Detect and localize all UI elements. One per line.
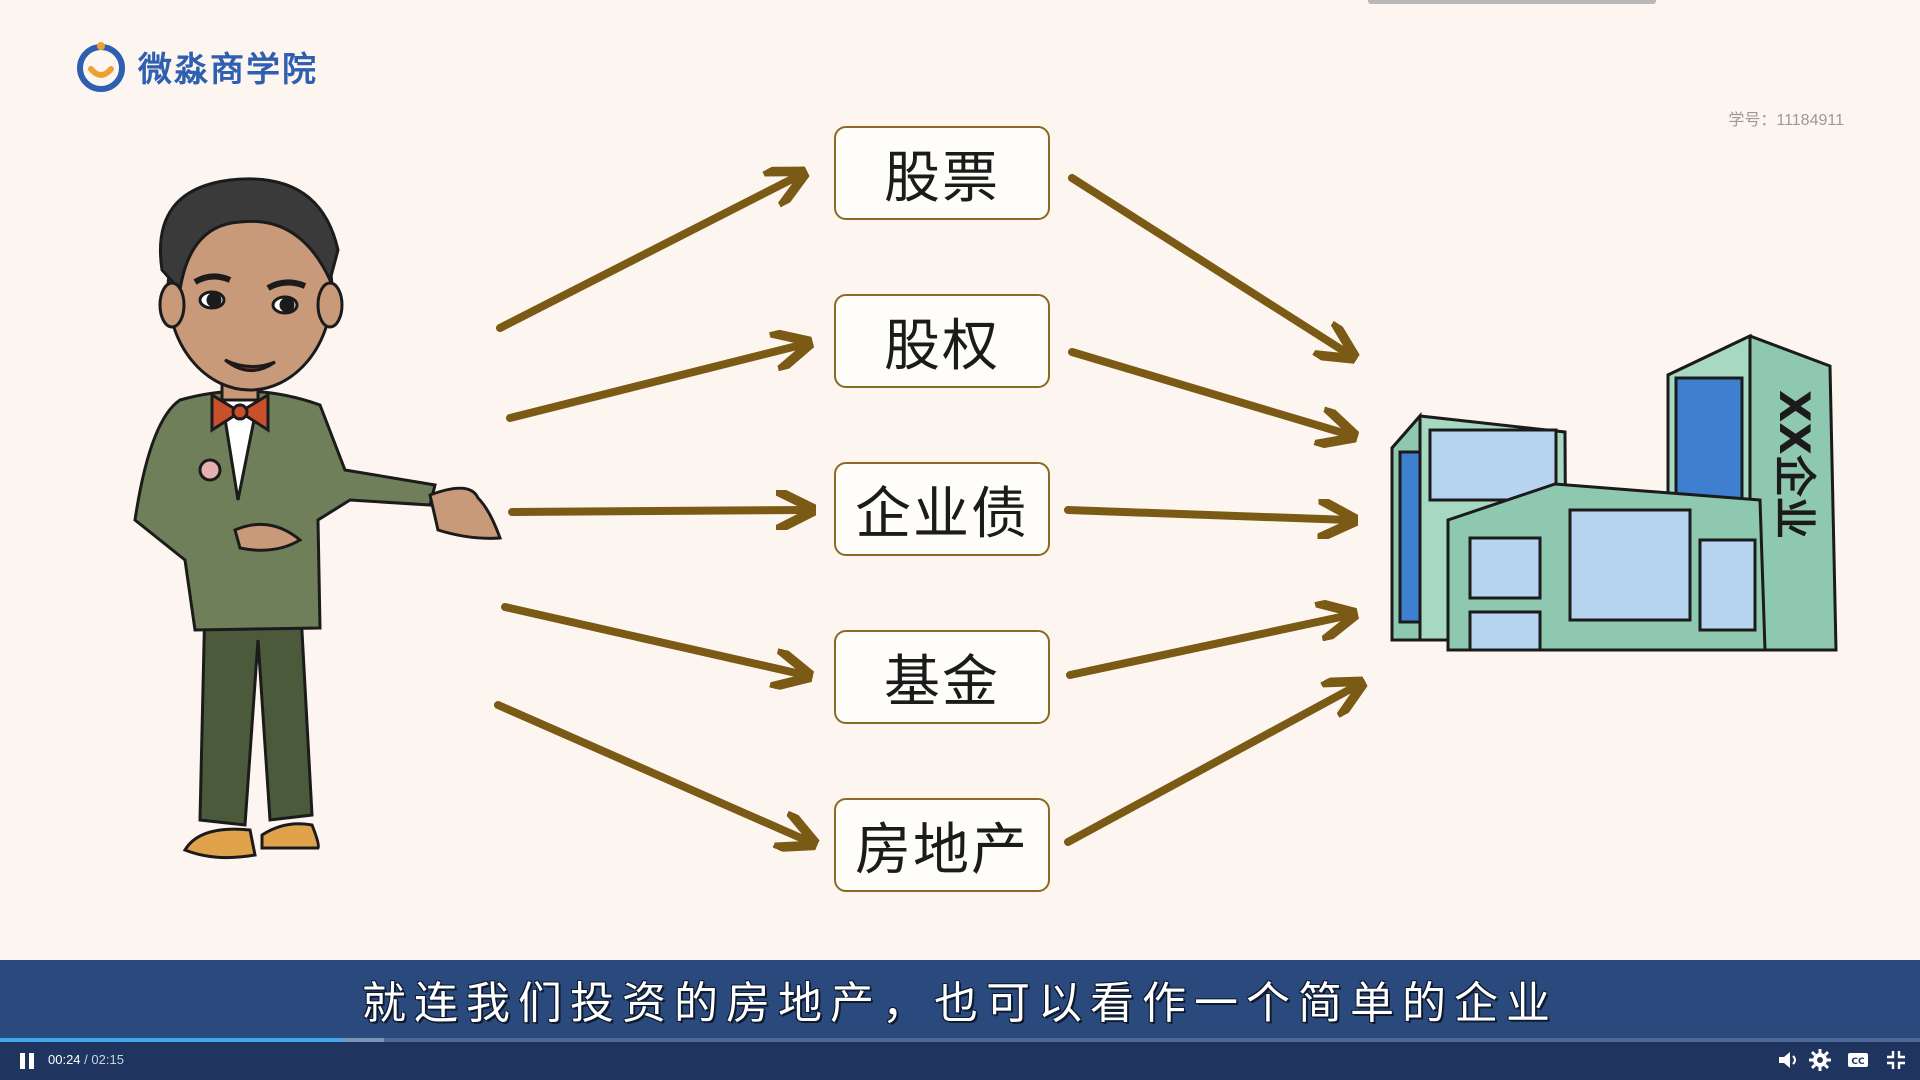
asset-box-bonds: 企业债 [834, 462, 1050, 556]
settings-icon[interactable] [1808, 1048, 1832, 1072]
logo-text: 微淼商学院 [138, 49, 318, 90]
asset-box-equity: 股权 [834, 294, 1050, 388]
duration: 02:15 [91, 1052, 124, 1067]
arrow-bonds-to-company [1064, 510, 1350, 520]
arrow-realestate-to-company [1064, 685, 1358, 846]
subtitle-bar: 就连我们投资的房地产，也可以看作一个简单的企业 [0, 960, 1920, 1038]
arrow-stocks-to-company [1068, 174, 1350, 355]
building-sign: XX企业 [1770, 390, 1819, 539]
video-frame[interactable]: 微淼商学院 学号：11184911 [0, 0, 1920, 960]
volume-icon[interactable] [1776, 1048, 1800, 1072]
arrow-to-realestate [494, 701, 810, 842]
player-controls: 00:24 / 02:15 CC [0, 1038, 1920, 1080]
businessman-illustration [133, 177, 503, 860]
subtitle-text: 就连我们投资的房地产，也可以看作一个简单的企业 [362, 978, 1558, 1029]
asset-label: 企业债 [855, 481, 1029, 547]
exit-fullscreen-icon[interactable] [1884, 1048, 1908, 1072]
pause-icon[interactable] [16, 1050, 38, 1072]
asset-box-funds: 基金 [834, 630, 1050, 724]
arrow-to-stocks [496, 175, 800, 332]
arrow-to-funds [501, 603, 805, 675]
arrow-equity-to-company [1068, 348, 1350, 435]
asset-box-realestate: 房地产 [834, 798, 1050, 892]
diagram-scene: XX企业 [133, 0, 1838, 860]
svg-text:CC: CC [1851, 1057, 1865, 1067]
asset-label: 基金 [884, 649, 1000, 715]
progress-bar[interactable] [0, 1038, 1920, 1042]
company-building-illustration [1390, 333, 1838, 652]
student-id: 学号：11184911 [1728, 112, 1844, 129]
asset-label: 房地产 [855, 817, 1029, 883]
subtitles-icon[interactable]: CC [1846, 1048, 1870, 1072]
arrow-to-bonds [508, 510, 808, 512]
logo-mark-icon [77, 42, 125, 92]
time-display: 00:24 / 02:15 [48, 1052, 124, 1067]
time-separator: / [80, 1052, 92, 1067]
progress-played [0, 1038, 342, 1042]
arrow-funds-to-company [1066, 615, 1350, 679]
asset-label: 股票 [884, 145, 1000, 211]
asset-box-stocks: 股票 [834, 126, 1050, 220]
right-arrows [1064, 174, 1358, 846]
left-arrows [494, 175, 810, 842]
asset-label: 股权 [884, 313, 1000, 379]
top-tab-indicator [1368, 0, 1656, 4]
arrow-to-equity [506, 344, 805, 422]
brand-logo: 微淼商学院 [74, 36, 318, 96]
current-time: 00:24 [48, 1052, 81, 1067]
